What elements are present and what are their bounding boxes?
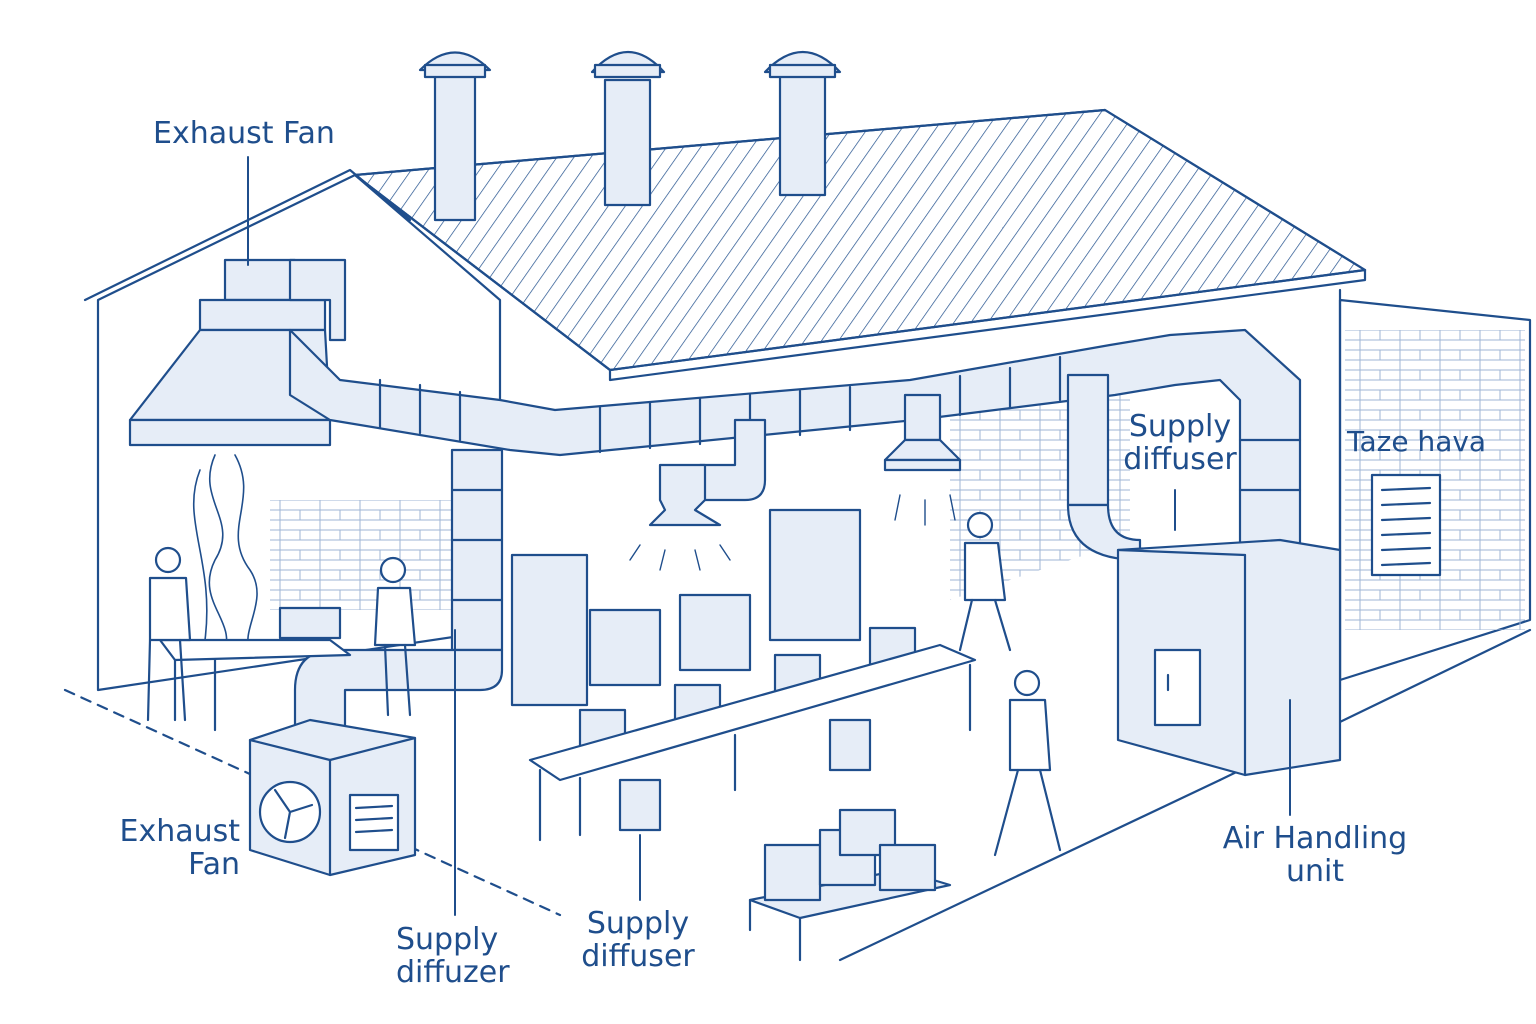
production-machines: [510, 508, 917, 754]
roof-vents: [418, 50, 842, 222]
label-air-handling-unit: Air Handling unit: [1210, 822, 1420, 888]
label-supply-diffuser-right: Supply diffuser: [1115, 410, 1245, 476]
label-exhaust-fan-bottom: Exhaust Fan: [98, 815, 240, 881]
workbench-left: [158, 606, 352, 732]
leader-lines: [247, 156, 1291, 916]
label-taze-hava-text: Taze hava: [1347, 425, 1487, 458]
exhaust-fan-box: [248, 718, 417, 877]
hanging-diffusers: [648, 393, 962, 527]
label-exhaust-fan-top: Exhaust Fan: [153, 117, 335, 150]
label-exhaust-fan-bottom-line1: Exhaust: [119, 814, 240, 849]
label-supply-diffuser-middle: Supply diffuser: [568, 907, 708, 973]
production-table: [528, 643, 977, 842]
air-handling-unit-shape: [1116, 538, 1342, 777]
label-supply-diffuzer: Supply diffuzer: [396, 923, 510, 989]
air-flow-marks: [629, 494, 956, 571]
label-exhaust-fan-top-text: Exhaust Fan: [153, 116, 335, 151]
label-supply-diffuzer-line1: Supply: [396, 922, 499, 957]
label-air-handling-unit-line1: Air Handling: [1222, 821, 1408, 856]
workers: [146, 511, 1062, 857]
pallet-boxes: [748, 808, 952, 962]
label-taze-hava: Taze hava: [1347, 425, 1486, 458]
smoke: [192, 454, 258, 651]
vertical-duct-left: [293, 448, 504, 747]
label-supply-diffuser-right-line2: diffuser: [1123, 442, 1237, 477]
duct-to-ahu: [1066, 373, 1142, 562]
exhaust-hood: [128, 258, 347, 447]
label-supply-diffuser-middle-line2: diffuser: [581, 939, 695, 974]
label-exhaust-fan-bottom-line2: Fan: [188, 847, 240, 882]
label-supply-diffuser-middle-line1: Supply: [586, 906, 690, 941]
fresh-air-louver: [1370, 473, 1442, 577]
label-supply-diffuser-right-line1: Supply: [1128, 409, 1232, 444]
label-air-handling-unit-line2: unit: [1285, 854, 1345, 889]
label-supply-diffuzer-line2: diffuzer: [396, 955, 510, 990]
